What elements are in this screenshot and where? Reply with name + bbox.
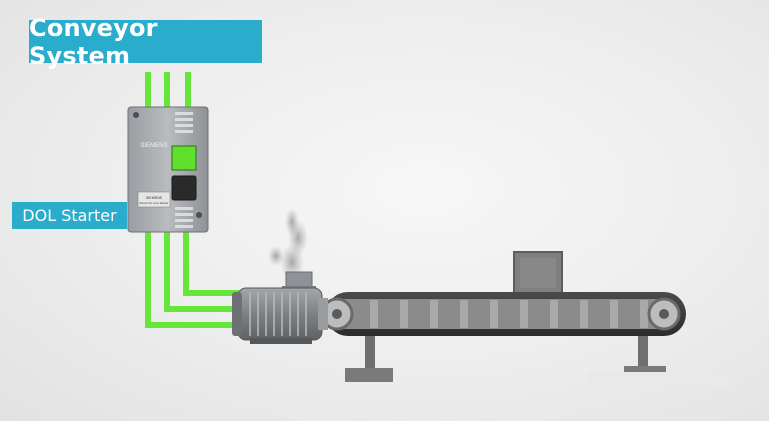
dol-starter-label: DOL Starter (12, 202, 127, 229)
conveyor-stand-right (624, 330, 666, 375)
start-indicator (171, 145, 197, 171)
motor-wires (145, 231, 240, 328)
motor-icon (232, 271, 328, 344)
page-title: Conveyor System (29, 14, 262, 70)
smoke-plume (268, 208, 308, 280)
conveyor-belt (320, 292, 686, 336)
dol-starter-enclosure: SIEMENS SIEMENS Direct On Line Starter (127, 106, 209, 233)
conveyor-stand-left (345, 330, 393, 382)
plate-text: Direct On Line Starter (139, 201, 168, 205)
name-plate (137, 191, 171, 208)
vent-slots-top (175, 112, 193, 133)
stop-indicator (171, 175, 197, 201)
screw-icon (196, 212, 202, 218)
supply-wires (145, 72, 191, 108)
screw-icon (133, 112, 139, 118)
cooling-fins (249, 292, 307, 336)
plate-brand: SIEMENS (146, 196, 163, 200)
vent-slots-bottom (175, 207, 193, 228)
box-on-belt (513, 251, 563, 295)
starter-brand: SIEMENS (140, 143, 167, 149)
belt-rollers (370, 300, 648, 328)
floor-shadow (588, 372, 730, 388)
